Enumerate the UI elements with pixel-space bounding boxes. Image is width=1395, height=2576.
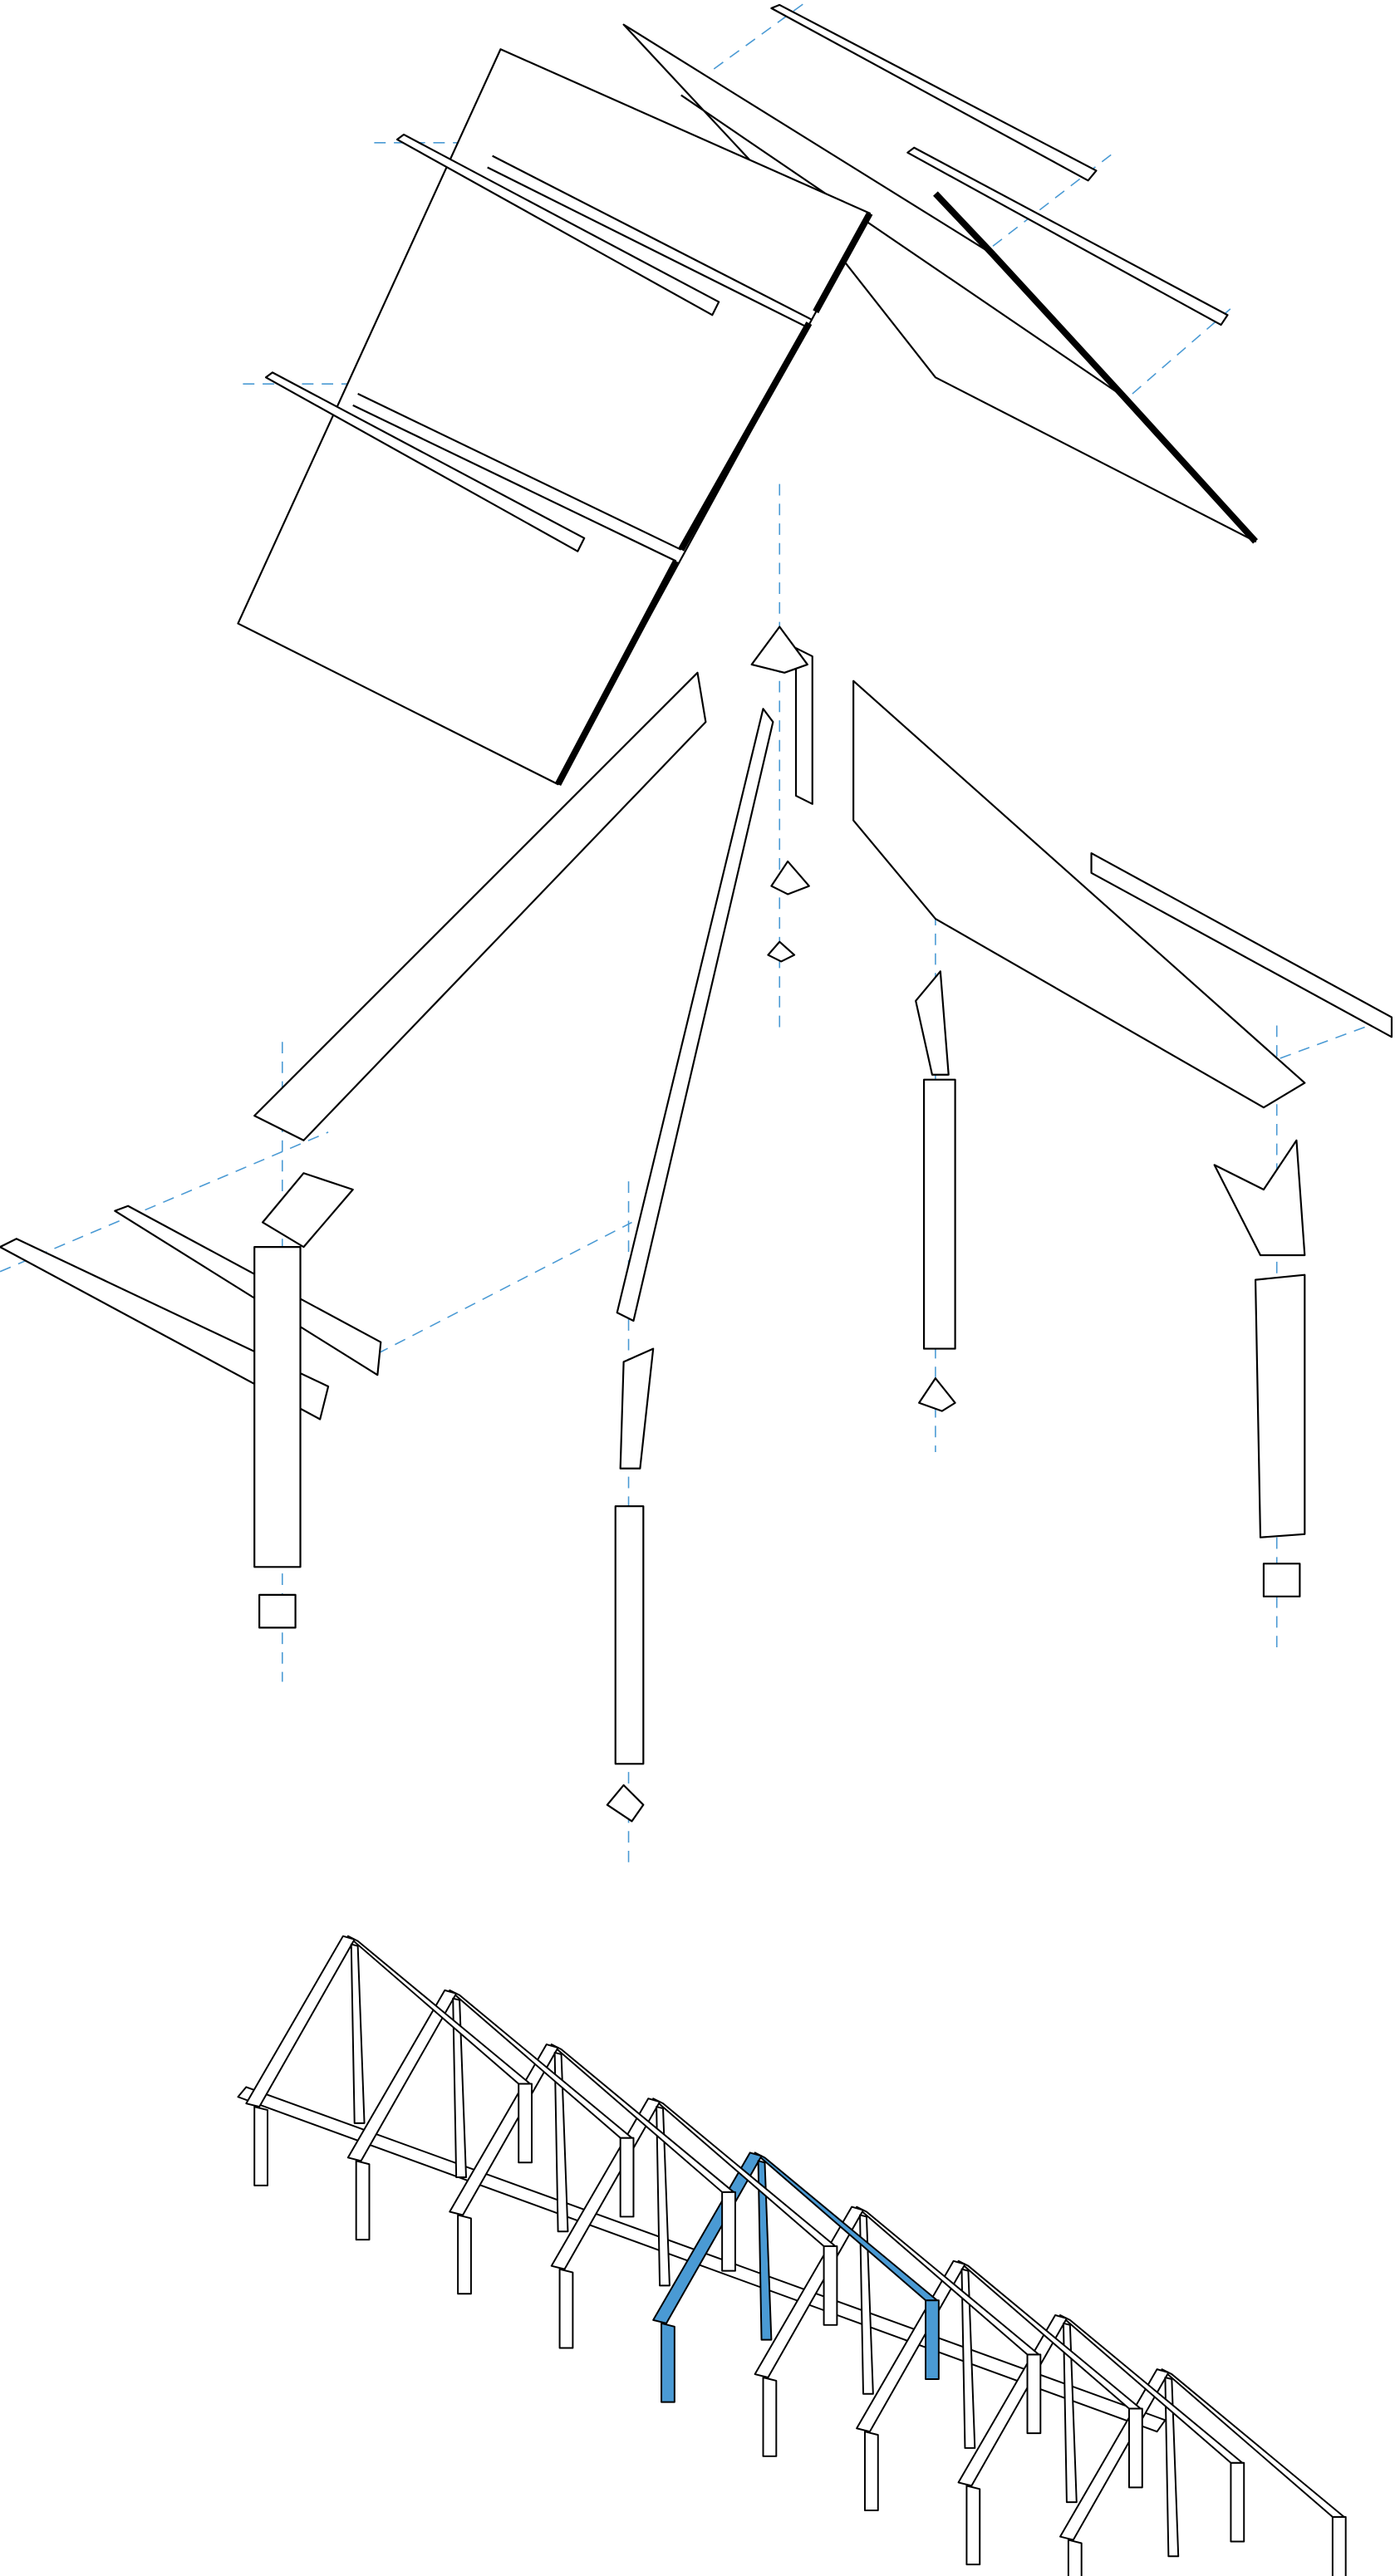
right-inner-post bbox=[922, 1078, 956, 1350]
front-rafter bbox=[346, 1989, 458, 2162]
center-post-foot bbox=[606, 1784, 645, 1823]
ridge-cap bbox=[767, 940, 796, 963]
right-outer-bracket bbox=[1213, 1139, 1306, 1257]
right-inner-post-foot bbox=[918, 1377, 956, 1412]
left-post-bracket bbox=[261, 1172, 354, 1249]
front-post bbox=[762, 2377, 778, 2457]
center-post-assembly bbox=[606, 1347, 655, 1823]
back-post bbox=[1026, 2353, 1042, 2435]
back-rafter bbox=[449, 1989, 633, 2139]
center-strut bbox=[616, 708, 774, 1322]
front-post bbox=[457, 2214, 472, 2295]
back-post bbox=[1331, 2515, 1347, 2576]
front-post bbox=[253, 2106, 268, 2186]
strut bbox=[960, 2268, 976, 2449]
back-post bbox=[721, 2191, 736, 2272]
center-bracket bbox=[619, 1347, 655, 1470]
front-post bbox=[558, 2268, 574, 2349]
front-post bbox=[355, 2160, 371, 2241]
back-rafter bbox=[346, 1935, 532, 2085]
roof-frame bbox=[245, 1935, 533, 2186]
back-post bbox=[1127, 2407, 1143, 2489]
strut bbox=[656, 2106, 670, 2287]
strut bbox=[1062, 2322, 1078, 2504]
right-inner-bracket bbox=[915, 970, 950, 1076]
strut bbox=[350, 1943, 366, 2124]
back-rafter bbox=[1059, 2313, 1244, 2464]
right-inner-post-assembly bbox=[915, 970, 956, 1412]
center-post bbox=[614, 1505, 645, 1765]
back-post bbox=[619, 2137, 635, 2218]
back-post bbox=[823, 2245, 838, 2326]
back-rafter bbox=[754, 2152, 938, 2302]
truss-members bbox=[253, 626, 1393, 1322]
lower-connector bbox=[770, 860, 810, 895]
left-post bbox=[253, 1246, 302, 1568]
front-rafter bbox=[245, 1935, 356, 2108]
strut bbox=[859, 2214, 874, 2395]
assembled-roof-frames bbox=[237, 1935, 1347, 2576]
back-rafter bbox=[652, 2098, 837, 2247]
strut bbox=[1164, 2377, 1180, 2558]
back-post bbox=[518, 2083, 533, 2164]
right-purlins bbox=[770, 3, 1229, 326]
right-outer-post bbox=[1254, 1273, 1306, 1538]
roof-frame bbox=[957, 2313, 1245, 2566]
left-eave-assembly bbox=[0, 1172, 382, 1629]
right-rafter bbox=[852, 680, 1306, 1109]
right-roof-panel bbox=[622, 23, 1258, 544]
front-post bbox=[1067, 2539, 1083, 2576]
ridge-connector bbox=[750, 626, 808, 674]
left-roof-panel bbox=[237, 48, 873, 786]
king-post bbox=[794, 647, 813, 805]
left-post-foot bbox=[258, 1593, 297, 1629]
strut bbox=[757, 2160, 773, 2341]
roof-frame bbox=[346, 1989, 635, 2241]
strut bbox=[452, 1997, 467, 2179]
left-purlins bbox=[264, 133, 720, 552]
strut bbox=[553, 2051, 569, 2233]
back-rafter bbox=[550, 2044, 734, 2193]
back-post bbox=[1230, 2461, 1245, 2543]
left-rafter bbox=[253, 671, 707, 1141]
front-post bbox=[661, 2322, 675, 2403]
right-outer-post-foot bbox=[1262, 1563, 1301, 1597]
right-outer-post-assembly bbox=[1213, 1139, 1306, 1597]
back-rafter bbox=[1161, 2368, 1345, 2518]
front-post bbox=[863, 2431, 879, 2511]
left-gutter-beam bbox=[0, 1238, 330, 1420]
back-post bbox=[925, 2299, 940, 2380]
right-beam bbox=[1090, 851, 1393, 1038]
front-post bbox=[965, 2485, 981, 2566]
